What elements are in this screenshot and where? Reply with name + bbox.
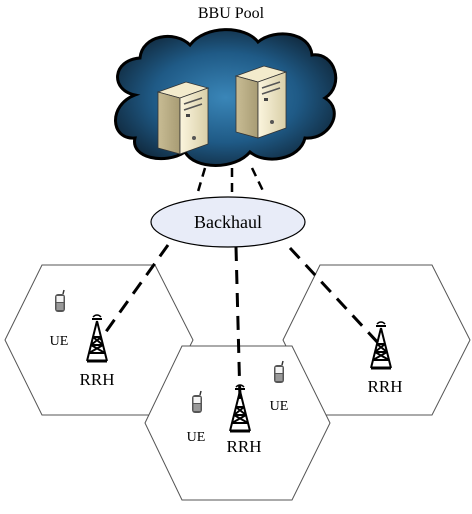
bbu-pool-title: BBU Pool (198, 5, 265, 22)
ue-label: UE (187, 430, 206, 445)
rrh-label: RRH (368, 377, 403, 396)
server-icon (157, 81, 209, 155)
ue-label: UE (270, 399, 289, 414)
server-icon (235, 65, 287, 139)
cloud-icon (114, 28, 338, 167)
rrh-label: RRH (227, 437, 262, 456)
backhaul-links (98, 244, 382, 401)
backhaul-node (150, 196, 306, 248)
cell-left (4, 264, 194, 416)
backhaul-label: Backhaul (194, 212, 262, 232)
ue-label: UE (50, 334, 69, 349)
rrh-label: RRH (80, 370, 115, 389)
fronthaul-links (195, 167, 267, 196)
